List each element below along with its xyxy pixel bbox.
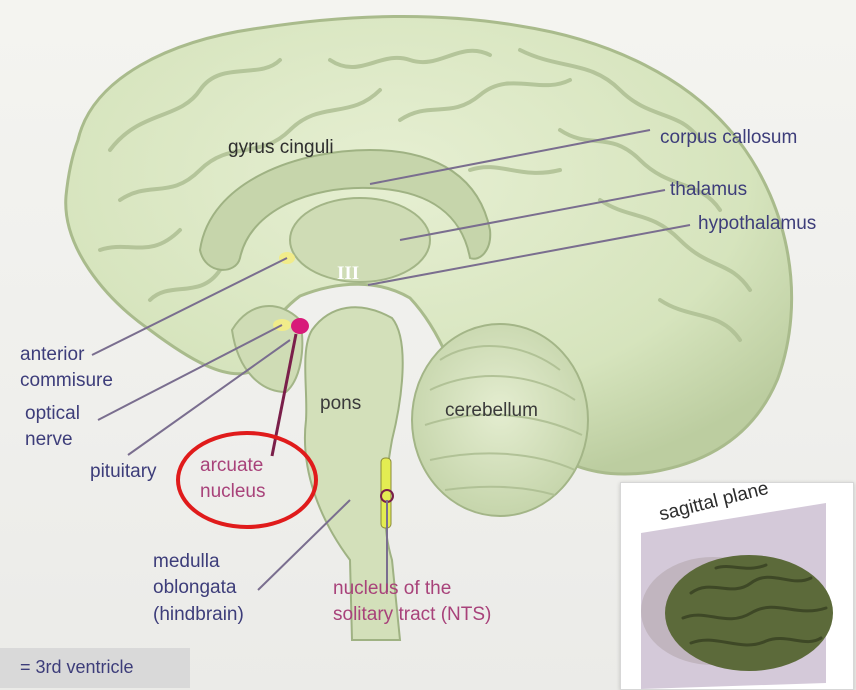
- label-cerebellum: cerebellum: [445, 399, 538, 422]
- label-pons: pons: [320, 392, 361, 415]
- label-optical: optical: [25, 402, 80, 425]
- legend-text: = 3rd ventricle: [20, 657, 134, 678]
- label-hypothalamus: hypothalamus: [698, 212, 816, 235]
- ventricle-legend: = 3rd ventricle: [0, 648, 190, 688]
- sagittal-plane-inset: sagittal plane: [620, 482, 854, 690]
- arcuate-nucleus-spot: [291, 318, 309, 334]
- label-commisure: commisure: [20, 369, 113, 392]
- label-corpus-callosum: corpus callosum: [660, 126, 797, 149]
- third-ventricle-mark: III: [337, 263, 359, 285]
- label-oblongata: oblongata: [153, 576, 236, 599]
- label-arcuate: arcuate: [200, 454, 263, 477]
- label-medulla: medulla: [153, 550, 220, 573]
- inset-illustration: [621, 483, 853, 689]
- label-thalamus: thalamus: [670, 178, 747, 201]
- label-solitary-tract: solitary tract (NTS): [333, 603, 491, 626]
- label-nucleus: nucleus: [200, 480, 266, 503]
- label-hindbrain: (hindbrain): [153, 603, 244, 626]
- label-anterior: anterior: [20, 343, 84, 366]
- thalamus-shape: [290, 198, 430, 282]
- label-gyrus-cinguli: gyrus cinguli: [228, 136, 334, 159]
- label-pituitary: pituitary: [90, 460, 157, 483]
- label-nerve: nerve: [25, 428, 73, 451]
- label-nucleus-of-the: nucleus of the: [333, 577, 451, 600]
